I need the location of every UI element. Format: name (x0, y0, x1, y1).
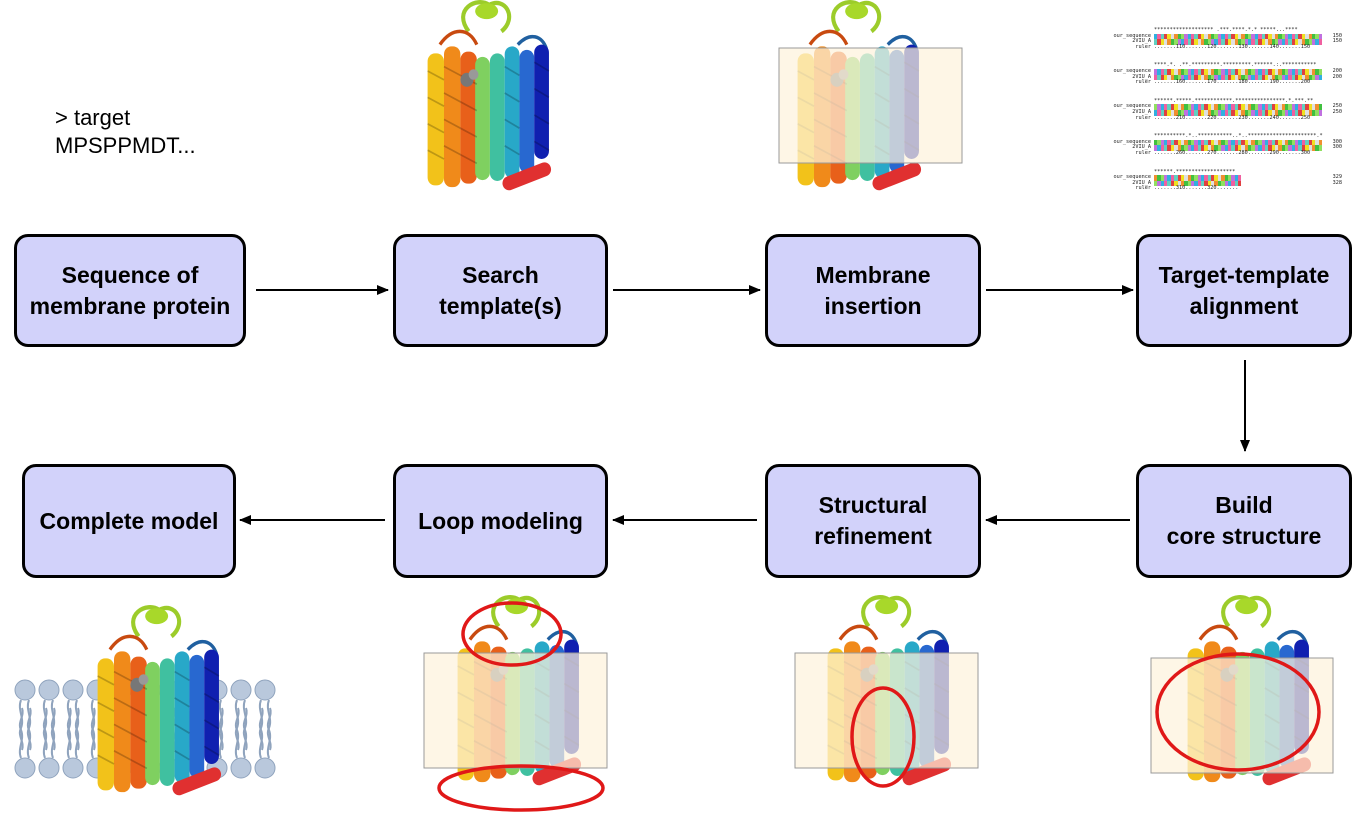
lipid-head-top (38, 679, 60, 751)
lipid-head-bottom (38, 707, 60, 779)
node-complete-model: Complete model (22, 464, 236, 578)
lipid-head-top (230, 679, 252, 751)
alignment-block: ******************* .***.****.*.* *****.… (1097, 27, 1347, 50)
alignment-row: ruler.......210.......220.......230.....… (1135, 114, 1311, 121)
sequence-residues: MPSPPMDT... (55, 133, 196, 158)
loop-highlight-bottom (437, 764, 605, 812)
conservation-stars: **********.*..***********..*..**********… (1154, 133, 1323, 140)
core-highlight (1155, 652, 1321, 772)
membrane-inserted-protein-icon (778, 2, 963, 192)
core-structure-protein-icon (1150, 597, 1334, 787)
conservation-stars: ******************* .***.****.*.* *****.… (1154, 27, 1298, 33)
node-loop-modeling: Loop modeling (393, 464, 608, 578)
loop-modeling-protein-icon (423, 597, 608, 812)
refinement-highlight (850, 686, 916, 788)
alignment-block: ******.*****.************.**************… (1097, 97, 1347, 121)
lipid-head-top (62, 679, 84, 751)
conservation-stars: ****.*. .**.*********.*********.******.:… (1154, 62, 1317, 69)
loop-highlight-top (461, 601, 563, 667)
template-protein-icon (428, 2, 553, 192)
conservation-stars: ******.*****.************.**************… (1154, 97, 1314, 104)
lipid-head-bottom (14, 707, 36, 779)
node-membrane-insertion: Membrane insertion (765, 234, 981, 347)
sequence-header: > target (55, 105, 131, 130)
alignment-block: ****.*. .**.*********.*********.******.:… (1097, 63, 1347, 85)
conservation-stars: ******.******************* (1154, 168, 1236, 175)
target-sequence-text: > target MPSPPMDT... (55, 104, 196, 160)
lipid-head-bottom (62, 707, 84, 779)
alignment-block: **********.*..***********..*..**********… (1097, 134, 1347, 156)
lipid-head-bottom (230, 707, 252, 779)
lipid-head-top (254, 679, 276, 751)
alignment-row: ruler.......160.......170.......180.....… (1135, 79, 1311, 86)
alignment-row: ruler.......310.......320....... (1135, 185, 1239, 192)
complete-model-icon (14, 607, 276, 797)
lipid-head-bottom (254, 707, 276, 779)
alignment-snippet: ******************* .***.****.*.* *****.… (1097, 27, 1347, 218)
alignment-row: ruler.......260.......270.......280.....… (1135, 149, 1311, 156)
node-target-template-alignment: Target-template alignment (1136, 234, 1352, 347)
node-sequence: Sequence of membrane protein (14, 234, 246, 347)
node-structural-refinement: Structural refinement (765, 464, 981, 578)
node-search-templates: Search template(s) (393, 234, 608, 347)
node-build-core-structure: Build core structure (1136, 464, 1352, 578)
lipid-head-top (14, 679, 36, 751)
alignment-row: ruler.......110.......120.......130.....… (1135, 43, 1311, 50)
refinement-protein-icon (794, 597, 979, 788)
